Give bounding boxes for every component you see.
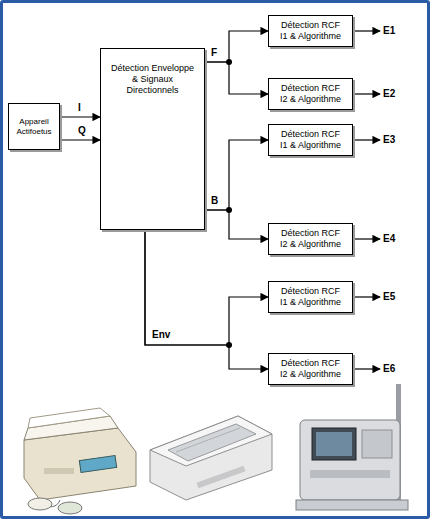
connector-arrow (205, 140, 268, 210)
fetal-monitor-left (24, 408, 136, 514)
base (296, 500, 408, 510)
connector-arrow (60, 116, 100, 117)
output-arrow (355, 93, 380, 94)
transducer (28, 498, 52, 510)
output-label: E3 (383, 134, 395, 146)
paper-window (168, 424, 256, 461)
node-text: Détection RCF I1 & Algorithme (279, 129, 342, 151)
node-text: Détection RCF I2 & Algorithme (279, 228, 342, 250)
paper-slot (310, 470, 390, 478)
output-arrow (355, 139, 380, 140)
signal-label: F (209, 47, 219, 59)
signal-label: Env (150, 329, 172, 341)
process-box: Détection RCF I2 & Algorithme (268, 223, 353, 255)
process-box: Détection RCF I1 & Algorithme (268, 124, 353, 156)
process-box: Détection RCF I1 & Algorithme (268, 15, 353, 47)
screen (312, 428, 356, 460)
process-box: Détection RCF I2 & Algorithme (268, 78, 353, 110)
output-arrow (355, 30, 380, 31)
process-box: Détection RCF I2 & Algorithme (268, 353, 353, 385)
device-body (300, 420, 400, 500)
signal-label: B (209, 195, 220, 207)
output-label: E4 (383, 233, 395, 245)
output-arrow (355, 238, 380, 239)
screen-glow (316, 432, 352, 456)
keys (196, 466, 245, 489)
node-text: Détection RCF I1 & Algorithme (279, 286, 342, 308)
connector-arrow (60, 139, 100, 140)
connector-arrow (205, 210, 268, 239)
signal-label: Q (76, 125, 88, 137)
node-text: Appareil Actifoetus (13, 117, 55, 136)
fetal-monitor-right (296, 384, 408, 510)
connector-arrow (205, 62, 268, 94)
device-box: Appareil Actifoetus (8, 103, 60, 150)
node-text: Détection RCF I2 & Algorithme (279, 83, 342, 105)
output-label: E5 (383, 291, 395, 303)
keys (44, 468, 74, 474)
node-text: Détection RCF I1 & Algorithme (279, 20, 342, 42)
transducer (58, 502, 82, 514)
paper (28, 408, 110, 428)
processing-box: Détection Enveloppe & Signaux Directionn… (100, 48, 205, 230)
display (79, 456, 116, 473)
panel (362, 430, 392, 458)
output-arrow (355, 296, 380, 297)
output-arrow (355, 368, 380, 369)
fetal-monitor-middle (150, 416, 272, 500)
output-label: E2 (383, 88, 395, 100)
device-body (24, 428, 136, 500)
connector-arrow (205, 31, 268, 62)
paper-line (176, 428, 240, 452)
signal-label: I (76, 102, 83, 114)
node-text: Détection Enveloppe & Signaux Directionn… (109, 63, 196, 95)
connector-arrow (145, 230, 268, 369)
connector-arrow (145, 230, 268, 345)
output-label: E6 (383, 363, 395, 375)
device-top (150, 416, 272, 466)
node-text: Détection RCF I2 & Algorithme (279, 358, 342, 380)
output-label: E1 (383, 25, 395, 37)
process-box: Détection RCF I1 & Algorithme (268, 281, 353, 313)
device-body (150, 416, 272, 500)
